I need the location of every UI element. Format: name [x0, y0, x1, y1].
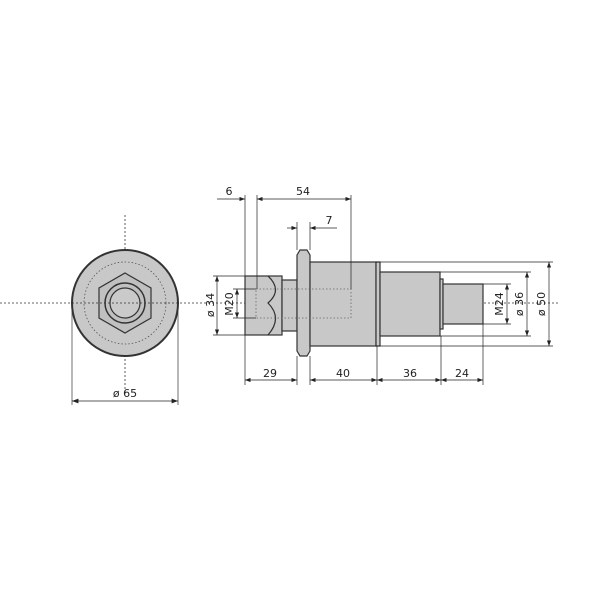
dim-nut-length: 29	[263, 367, 277, 380]
dim-inner-thread: M20	[223, 292, 236, 316]
mid-cylinder	[379, 271, 441, 337]
dim-thread-length: 24	[455, 367, 469, 380]
inner-bore	[255, 288, 352, 319]
dim-top-offset: 6	[226, 185, 233, 198]
thread-shaft	[442, 283, 484, 325]
dim-mid-diameter: ø 36	[513, 292, 526, 316]
dim-flange-thickness: 7	[326, 214, 333, 227]
body	[309, 261, 377, 347]
dim-bore-depth: 54	[296, 185, 310, 198]
dim-end-diameter: ø 65	[113, 387, 137, 400]
dim-body-diameter: ø 50	[535, 292, 548, 316]
neck	[281, 279, 298, 332]
dim-mid-length: 36	[403, 367, 417, 380]
dimension-lines	[213, 195, 553, 385]
side-view	[244, 249, 484, 357]
end-view	[71, 215, 179, 405]
nut	[244, 275, 283, 336]
flange	[296, 249, 311, 357]
dim-nut-diameter: ø 34	[204, 293, 217, 317]
dim-body-length: 40	[336, 367, 350, 380]
dim-outer-thread: M24	[493, 292, 506, 316]
